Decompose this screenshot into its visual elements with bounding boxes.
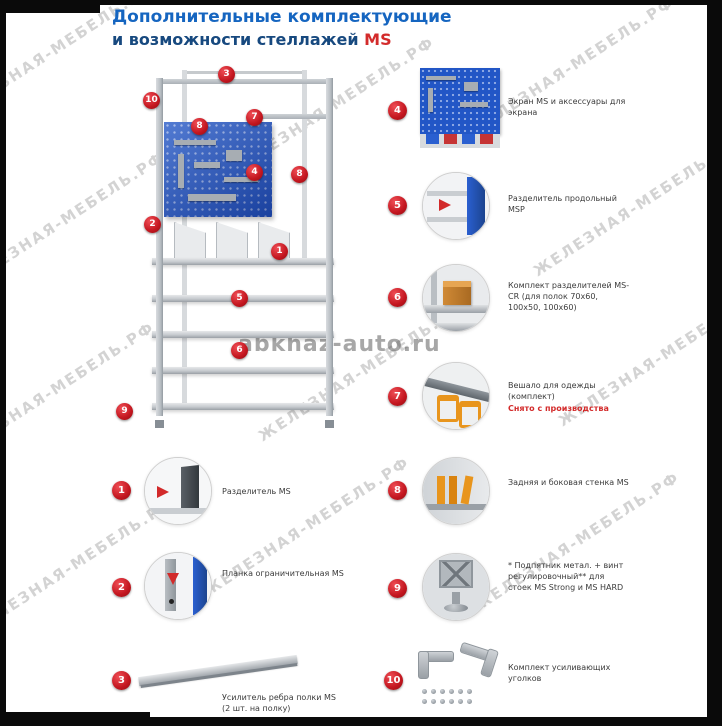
item-label: Разделитель продольный MSP	[508, 194, 617, 215]
item-thumbnail-divider-kit	[422, 264, 490, 332]
diagram-badge-8b: 8	[291, 166, 308, 183]
pegboard-tool	[224, 177, 258, 182]
item-label: * Подпятник метал. + винт регулировочный…	[508, 561, 624, 593]
diagram-badge-10: 10	[143, 92, 160, 109]
diagram-badge-2: 2	[144, 216, 161, 233]
item-badge: 2	[112, 578, 131, 597]
item-badge: 6	[388, 288, 407, 307]
pegboard-tool	[188, 194, 236, 201]
shelf-foot	[155, 420, 164, 428]
shelf-front-post-right	[326, 78, 333, 416]
diagram-badge-3: 3	[218, 66, 235, 83]
shelf-top-front-bar	[158, 79, 332, 84]
shelf-divider	[216, 222, 248, 261]
item-thumbnail-rib	[138, 648, 303, 693]
page-subtitle-text: и возможности стеллажей	[112, 30, 365, 49]
pegboard-tool	[226, 150, 242, 161]
item-thumbnail-corners	[414, 641, 504, 713]
item-thumbnail-divider-long	[422, 172, 490, 240]
item-discontinued-note: Снято с производства	[508, 404, 609, 413]
shelving-unit-illustration	[130, 62, 345, 434]
item-badge: 8	[388, 481, 407, 500]
item-label: Планка ограничительная MS	[222, 569, 344, 578]
shelf-board	[152, 258, 334, 265]
shelf-board	[152, 403, 334, 410]
shelf-foot	[325, 420, 334, 428]
item-label: Комплект разделителей MS-CR (для полок 7…	[508, 281, 630, 313]
item-badge: 10	[384, 671, 403, 690]
shelf-crossbar	[248, 114, 332, 119]
item-thumbnail-limit-bar	[144, 552, 212, 620]
shelf-front-post-left	[156, 78, 163, 416]
frame-left	[0, 0, 6, 726]
item-label: Комплект усиливающих уголков	[508, 663, 611, 684]
item-label: Вешало для одежды (комплект)	[508, 381, 596, 402]
diagram-badge-6: 6	[231, 342, 248, 359]
item-label: Усилитель ребра полки MS (2 шт. на полку…	[222, 693, 336, 714]
item-badge: 7	[388, 387, 407, 406]
item-thumbnail-clothes-rail	[422, 362, 490, 430]
shelf-top-back-bar	[182, 71, 307, 74]
shelf-divider	[174, 222, 206, 261]
diagram-badge-8a: 8	[191, 118, 208, 135]
pegboard-tool	[194, 162, 220, 168]
shelf-back-post-right	[302, 70, 307, 260]
frame-corner-bottom-left	[0, 712, 150, 726]
item-badge: 3	[112, 671, 131, 690]
pegboard-tool	[174, 140, 216, 145]
item-thumbnail-divider	[144, 457, 212, 525]
frame-bottom	[0, 717, 722, 726]
item-label: Экран MS и аксессуары для экрана	[508, 97, 626, 118]
item-thumbnail-foot	[422, 553, 490, 621]
page-title: Дополнительные комплектующие	[112, 7, 452, 27]
pegboard-tool	[178, 154, 184, 188]
diagram-badge-4: 4	[246, 164, 263, 181]
item-thumbnail-screen	[420, 68, 500, 158]
frame-top	[0, 0, 722, 5]
item-thumbnail-wall	[422, 457, 490, 525]
frame-right	[707, 0, 722, 726]
item-badge: 9	[388, 579, 407, 598]
page-subtitle-accent: MS	[364, 30, 392, 49]
diagram-badge-7: 7	[246, 109, 263, 126]
shelf-board	[152, 367, 334, 374]
item-label: Задняя и боковая стенка MS	[508, 478, 629, 487]
item-badge: 1	[112, 481, 131, 500]
page-subtitle: и возможности стеллажей MS	[112, 30, 392, 49]
item-label: Разделитель MS	[222, 487, 291, 496]
item-badge: 4	[388, 101, 407, 120]
frame-corner-top-left	[0, 0, 100, 13]
item-badge: 5	[388, 196, 407, 215]
diagram-badge-1: 1	[271, 243, 288, 260]
diagram-badge-5: 5	[231, 290, 248, 307]
shelf-board	[152, 331, 334, 338]
diagram-badge-9: 9	[116, 403, 133, 420]
